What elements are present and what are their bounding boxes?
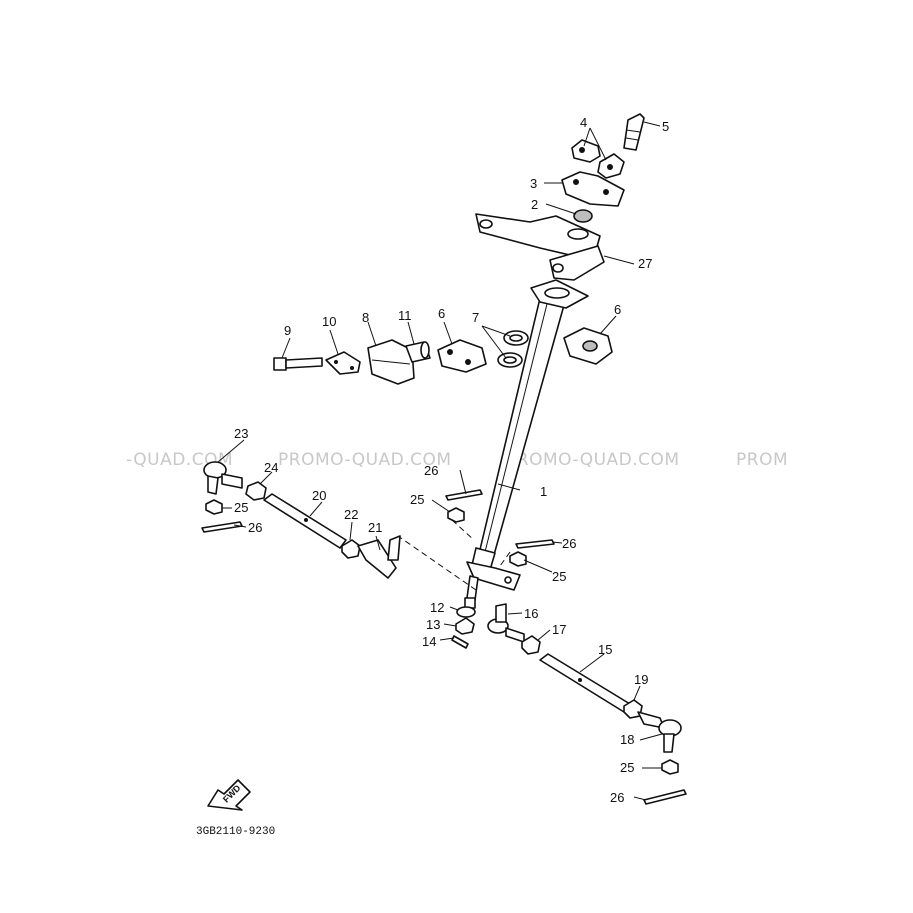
part-label-25: 25: [552, 569, 566, 584]
bushing-part: [497, 330, 529, 368]
part-label-3: 3: [530, 176, 537, 191]
collar-part: [405, 341, 431, 363]
castle-nut-part: [509, 551, 527, 567]
column-bracket-part: [475, 213, 605, 281]
castle-nut-part: [447, 507, 465, 523]
watermark-row: -QUAD.COM PROMO-QUAD.COM PROMO-QUAD.COM …: [126, 450, 788, 470]
part-label-27: 27: [638, 256, 652, 271]
castle-nut-part: [661, 759, 679, 775]
part-label-19: 19: [634, 672, 648, 687]
part-number-labels: 1 2 3 4 5 6 6 7 8 9 10 11 12 13 14 15 16…: [234, 115, 669, 805]
part-label-20: 20: [312, 488, 326, 503]
part-label-9: 9: [284, 323, 291, 338]
castle-nut-part: [205, 499, 223, 515]
steering-column-part: [397, 279, 589, 609]
part-label-10: 10: [322, 314, 336, 329]
part-label-25: 25: [620, 760, 634, 775]
washer-part: [456, 606, 476, 618]
watermark-text: PROMO-QUAD.COM: [278, 450, 452, 470]
cotter-pin-part: [515, 539, 555, 549]
part-label-26: 26: [610, 790, 624, 805]
part-label-15: 15: [598, 642, 612, 657]
part-label-2: 2: [531, 197, 538, 212]
part-label-24: 24: [264, 460, 278, 475]
cotter-pin-part: [451, 635, 469, 649]
part-label-26: 26: [424, 463, 438, 478]
locknut-part: [521, 635, 541, 655]
part-label-12: 12: [430, 600, 444, 615]
leader-lines: [217, 121, 663, 801]
part-label-6: 6: [438, 306, 445, 321]
watermark-text: PROMO-QUAD.COM: [506, 450, 680, 470]
tie-rod-part: [263, 493, 347, 549]
part-label-5: 5: [662, 119, 669, 134]
lock-plate-part: [367, 339, 415, 385]
part-label-6: 6: [614, 302, 621, 317]
cotter-pin-part: [643, 789, 687, 805]
column-holder-part: [437, 327, 613, 373]
part-label-21: 21: [368, 520, 382, 535]
tie-rod-end-part: [203, 461, 243, 495]
tie-rod-end-part: [637, 711, 682, 753]
part-label-8: 8: [362, 310, 369, 325]
locknut-part: [341, 539, 361, 559]
part-label-17: 17: [552, 622, 566, 637]
part-label-25: 25: [410, 492, 424, 507]
cotter-pin-part: [445, 489, 483, 501]
nut-part: [455, 617, 475, 635]
part-label-18: 18: [620, 732, 634, 747]
handlebar-holder-upper-part: [571, 139, 625, 179]
part-label-1: 1: [540, 484, 547, 499]
handlebar-holder-lower-part: [561, 171, 625, 207]
part-label-25: 25: [234, 500, 248, 515]
plate-part: [325, 351, 361, 375]
tie-rod-end-part: [357, 535, 401, 579]
bolt-part: [273, 357, 323, 371]
watermark-text: PROM: [736, 450, 788, 470]
holder-bolt-part: [623, 113, 645, 151]
damper-part: [573, 209, 593, 223]
part-label-26: 26: [562, 536, 576, 551]
part-label-4: 4: [580, 115, 587, 130]
tie-rod-end-part: [487, 603, 525, 643]
forward-arrow-icon: FWD: [207, 779, 251, 811]
part-label-16: 16: [524, 606, 538, 621]
part-label-14: 14: [422, 634, 436, 649]
part-label-22: 22: [344, 507, 358, 522]
part-label-11: 11: [398, 308, 412, 323]
part-label-13: 13: [426, 617, 440, 632]
part-label-23: 23: [234, 426, 248, 441]
part-label-26: 26: [248, 520, 262, 535]
tie-rod-part: [539, 653, 631, 713]
locknut-part: [245, 481, 267, 501]
drawing-code: 3GB2110-9230: [196, 826, 275, 838]
cotter-pin-part: [201, 521, 243, 533]
part-label-7: 7: [472, 310, 479, 325]
